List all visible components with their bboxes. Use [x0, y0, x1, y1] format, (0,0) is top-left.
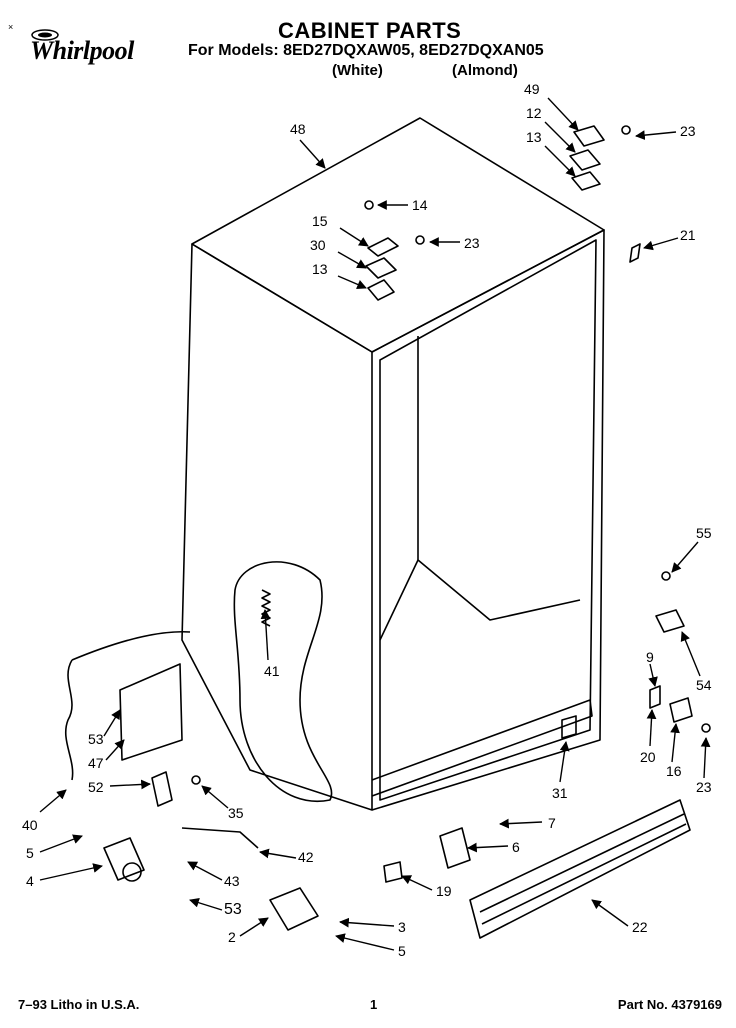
bracket-54 — [655, 609, 685, 633]
bracket-6 — [439, 827, 471, 869]
callout-53: 53 — [88, 731, 104, 747]
hinge-12 — [569, 149, 601, 171]
cabinet-inner-back — [417, 336, 581, 621]
cabinet-bottom-rail — [371, 699, 593, 797]
callout-7: 7 — [548, 815, 556, 831]
screw-55 — [661, 571, 671, 581]
callout-12: 12 — [526, 105, 542, 121]
callout-22: 22 — [632, 919, 648, 935]
callout-5-lower: 5 — [398, 943, 406, 959]
callout-31: 31 — [552, 785, 568, 801]
callout-23-right: 23 — [696, 779, 712, 795]
screw-23c — [701, 723, 711, 733]
page-title: CABINET PARTS — [278, 18, 462, 43]
page-number: 1 — [370, 997, 378, 1012]
models-line: For Models: 8ED27DQXAW05, 8ED27DQXAN05 — [188, 42, 544, 59]
hinge-30 — [365, 257, 397, 279]
callout-5: 5 — [26, 845, 34, 861]
brand-logo: Whirlpool — [22, 28, 162, 68]
hinge-13a — [571, 171, 601, 191]
callout-48: 48 — [290, 121, 306, 137]
callout-43: 43 — [224, 873, 240, 889]
callout-14: 14 — [412, 197, 428, 213]
callout-20: 20 — [640, 749, 656, 765]
callout-42: 42 — [298, 849, 314, 865]
callout-13-lower: 13 — [312, 261, 328, 277]
hinge-13b — [367, 279, 395, 301]
hinge-49 — [573, 125, 605, 147]
variant-almond: (Almond) — [452, 62, 518, 79]
callout-3: 3 — [398, 919, 406, 935]
cabinet-front-frame — [371, 229, 605, 811]
tube-42 — [181, 827, 259, 849]
callout-4: 4 — [26, 873, 34, 889]
cabinet-top-panel — [191, 117, 605, 353]
side-cutaway — [233, 561, 333, 803]
brand-name: Whirlpool — [30, 36, 134, 65]
callout-49: 49 — [524, 81, 540, 97]
callout-47: 47 — [88, 755, 104, 771]
part-number: Part No. 4379169 — [617, 997, 722, 1012]
callout-30: 30 — [310, 237, 326, 253]
callout-23-center: 23 — [464, 235, 480, 251]
cabinet-side-panel — [181, 243, 373, 811]
caster-4 — [103, 837, 145, 881]
callout-9: 9 — [646, 649, 654, 665]
corner-mark: × — [8, 22, 14, 32]
callout-13: 13 — [526, 129, 542, 145]
clip-19 — [383, 861, 403, 883]
variant-white: (White) — [332, 62, 383, 79]
litho-note: 7–93 Litho in U.S.A. — [18, 997, 140, 1012]
brand-emblem-icon — [31, 29, 59, 41]
callout-21: 21 — [680, 227, 696, 243]
callout-35: 35 — [228, 805, 244, 821]
hinge-15 — [367, 237, 399, 257]
clip-21 — [629, 243, 641, 263]
block-31 — [561, 715, 577, 739]
callout-2: 2 — [228, 929, 236, 945]
callout-19: 19 — [436, 883, 452, 899]
callout-52: 52 — [88, 779, 104, 795]
callout-40: 40 — [22, 817, 38, 833]
callout-53-lower: 53 — [224, 901, 242, 918]
bracket-9 — [649, 685, 661, 709]
roller-2 — [269, 887, 319, 931]
callout-15: 15 — [312, 213, 328, 229]
bracket-16 — [669, 697, 693, 723]
callout-6: 6 — [512, 839, 520, 855]
power-cord-40 — [64, 630, 191, 781]
callout-16: 16 — [666, 763, 682, 779]
cabinet-inner-opening — [379, 239, 597, 801]
grille-22 — [469, 799, 691, 939]
callout-41: 41 — [264, 663, 280, 679]
callout-23: 23 — [680, 123, 696, 139]
clip-52 — [151, 771, 173, 807]
relay-box-47 — [119, 663, 183, 761]
callout-55: 55 — [696, 525, 712, 541]
callout-54: 54 — [696, 677, 712, 693]
